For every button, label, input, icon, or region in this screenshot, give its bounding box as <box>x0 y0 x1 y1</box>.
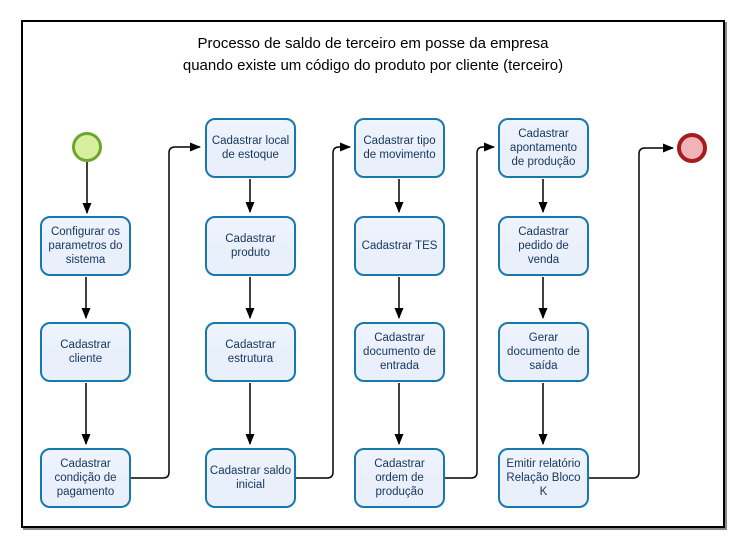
flow-step-cadastrar-saldo-inicial: Cadastrar saldo inicial <box>205 448 296 508</box>
flow-step-gerar-documento-de-saida: Gerar documento de saída <box>498 322 589 382</box>
diagram-title: Processo de saldo de terceiro em posse d… <box>182 35 564 74</box>
flow-step-cadastrar-produto: Cadastrar produto <box>205 216 296 276</box>
start-event-circle <box>72 132 102 162</box>
flow-step-cadastrar-condicao-de-pagamento: Cadastrar condição de pagamento <box>40 448 131 508</box>
flow-step-cadastrar-local-de-estoque: Cadastrar local de estoque <box>205 118 296 178</box>
flow-step-cadastrar-cliente: Cadastrar cliente <box>40 322 131 382</box>
flow-step-cadastrar-apontamento-de-producao: Cadastrar apontamento de produção <box>498 118 589 178</box>
end-event-circle <box>677 133 707 163</box>
flow-step-cadastrar-pedido-de-venda: Cadastrar pedido de venda <box>498 216 589 276</box>
flow-step-cadastrar-tes: Cadastrar TES <box>354 216 445 276</box>
flow-step-configurar-os-parametros-do-sistema: Configurar os parametros do sistema <box>40 216 131 276</box>
flow-step-cadastrar-estrutura: Cadastrar estrutura <box>205 322 296 382</box>
flow-step-cadastrar-tipo-de-movimento: Cadastrar tipo de movimento <box>354 118 445 178</box>
flow-step-cadastrar-documento-de-entrada: Cadastrar documento de entrada <box>354 322 445 382</box>
flow-step-cadastrar-ordem-de-producao: Cadastrar ordem de produção <box>354 448 445 508</box>
flow-step-emitir-relatorio-relacao-bloco-k: Emitir relatório Relação Bloco K <box>498 448 589 508</box>
